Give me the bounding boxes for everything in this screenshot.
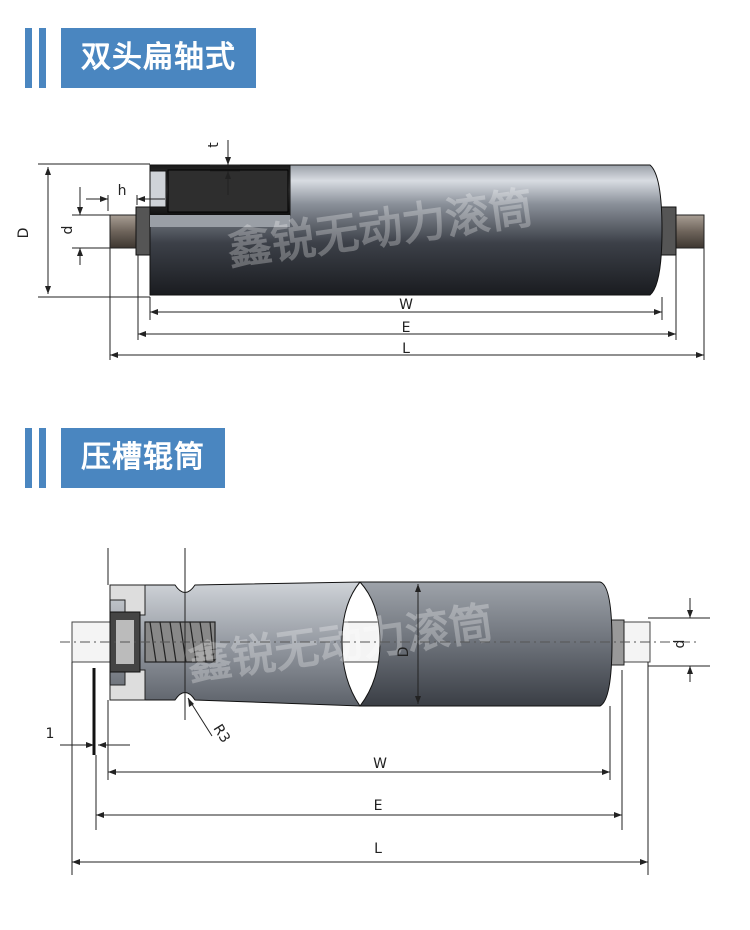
dim-label-d: d bbox=[60, 226, 76, 235]
dim-label-E: E bbox=[402, 320, 411, 336]
section-header-grooved-roller: 压槽辊筒 bbox=[25, 428, 245, 488]
dimension-arrows bbox=[72, 584, 693, 865]
accent-bar bbox=[39, 28, 46, 88]
dimension-lines bbox=[60, 548, 710, 875]
dim-label-L: L bbox=[402, 341, 410, 357]
dim-label-W: W bbox=[399, 297, 413, 313]
dim-label-t: t bbox=[206, 142, 222, 148]
dim-label-1: 1 bbox=[46, 726, 55, 742]
section-title: 压槽辊筒 bbox=[61, 428, 225, 488]
dim-label-D1: D bbox=[396, 647, 412, 658]
dim-label-R3: R3 bbox=[210, 722, 233, 746]
dim-label-D: D bbox=[16, 228, 32, 239]
dim-label-d: d bbox=[672, 640, 688, 649]
dim-label-h: h bbox=[118, 183, 127, 199]
roller-tube bbox=[358, 581, 613, 707]
section-title: 双头扁轴式 bbox=[61, 28, 256, 88]
bearing-left bbox=[135, 206, 151, 256]
double-flat-shaft-roller-drawing: 鑫锐无动力滚筒 bbox=[16, 140, 705, 360]
cutaway-section bbox=[149, 164, 291, 227]
dim-label-L: L bbox=[374, 841, 382, 857]
dimension-lines bbox=[38, 140, 705, 360]
dim-label-E: E bbox=[374, 798, 383, 814]
grooved-roller-drawing: 鑫锐无动力滚筒 bbox=[46, 548, 710, 875]
accent-bar bbox=[25, 28, 32, 88]
header-accent-bars bbox=[25, 28, 55, 88]
dim-label-W: W bbox=[373, 756, 387, 772]
section-header-double-flat-shaft: 双头扁轴式 bbox=[25, 28, 275, 88]
header-accent-bars bbox=[25, 428, 55, 488]
dimension-arrows bbox=[45, 157, 704, 358]
accent-bar bbox=[25, 428, 32, 488]
accent-bar bbox=[39, 428, 46, 488]
